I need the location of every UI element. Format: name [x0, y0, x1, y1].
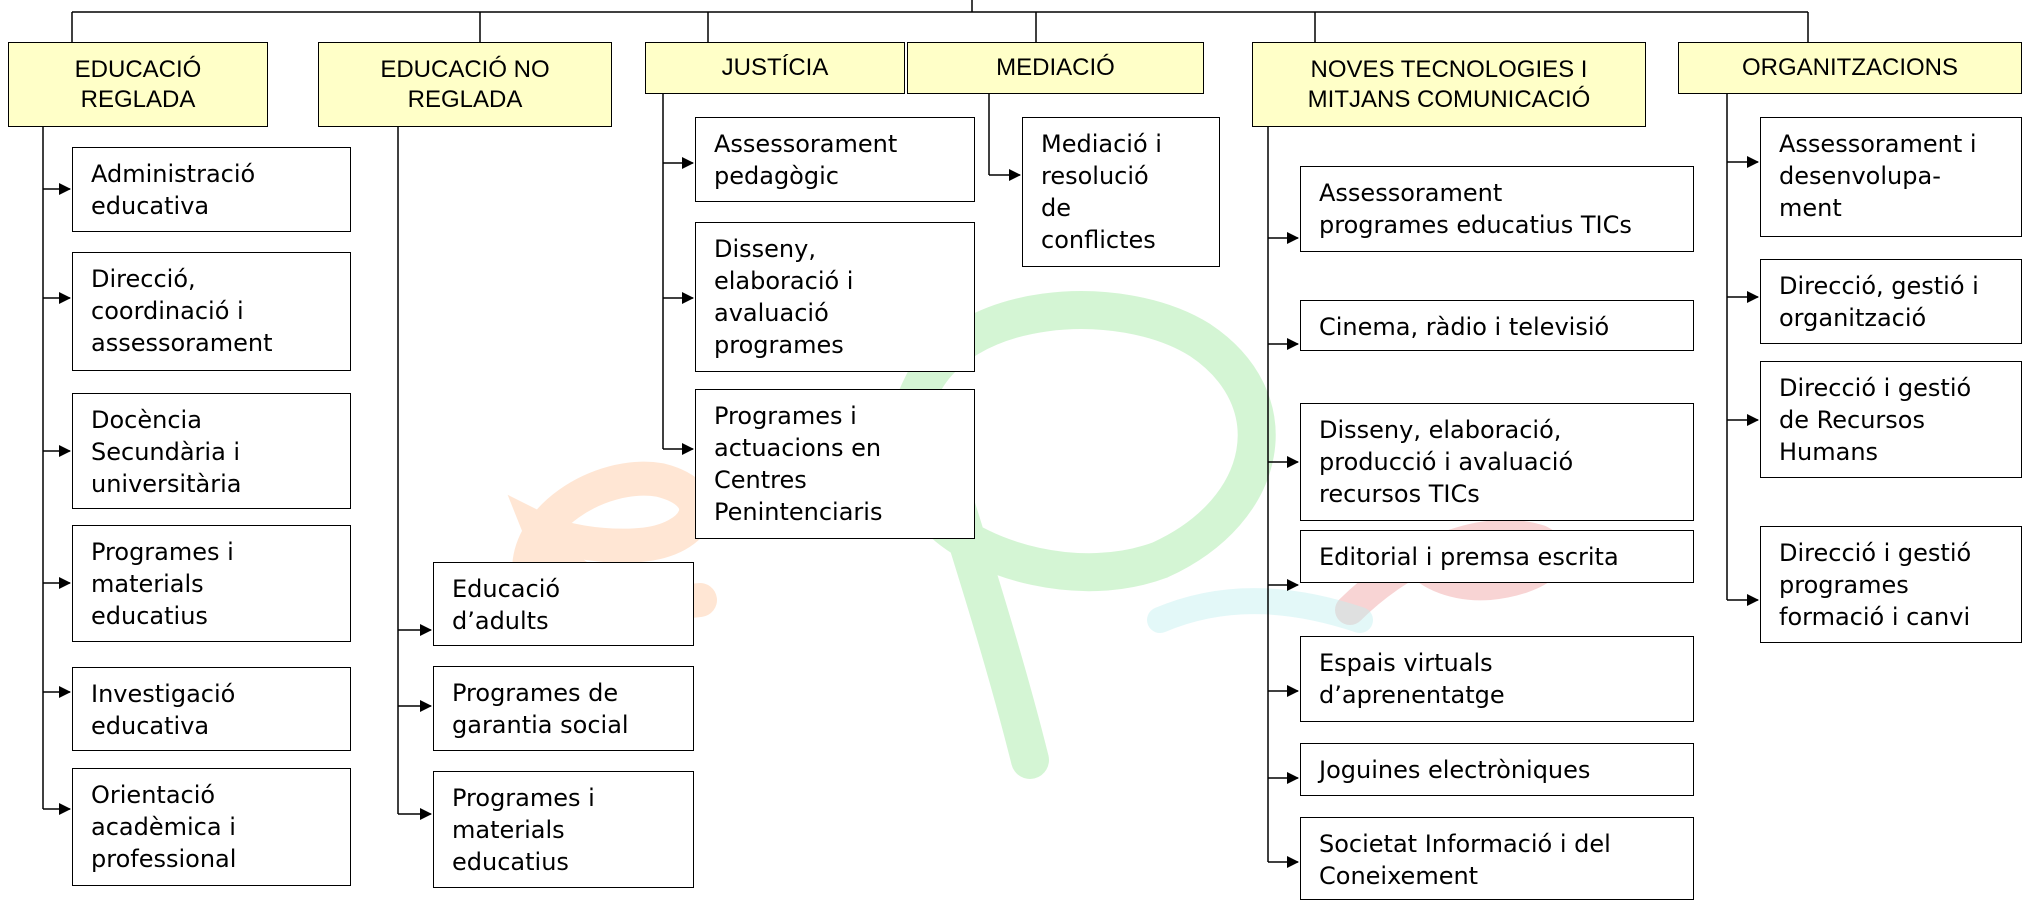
arrowhead: [1287, 579, 1299, 591]
arrowhead: [1009, 169, 1021, 181]
arrowhead: [1747, 594, 1759, 606]
item-societat-informacio: Societat Informació i del Coneixement: [1300, 817, 1694, 900]
item-investigacio-educativa: Investigació educativa: [72, 667, 351, 751]
arrowhead: [59, 803, 71, 815]
arrowhead: [59, 686, 71, 698]
arrowhead: [59, 292, 71, 304]
arrowhead: [1287, 772, 1299, 784]
item-orientacio-academica: Orientació acadèmica i professional: [72, 768, 351, 886]
item-mediacio-conflictes: Mediació i resolució de conflictes: [1022, 117, 1220, 267]
item-assessorament-tics: Assessorament programes educatius TICs: [1300, 166, 1694, 252]
watermark-swoosh-cyan: [1147, 588, 1373, 633]
arrowhead: [59, 183, 71, 195]
item-direccio-coordinacio: Direcció, coordinació i assessorament: [72, 252, 351, 371]
header-justicia: JUSTÍCIA: [645, 42, 905, 94]
item-assessorament-pedagogic: Assessorament pedagògic: [695, 117, 975, 202]
item-disseny-recursos-tics: Disseny, elaboració, producció i avaluac…: [1300, 403, 1694, 521]
arrowhead: [682, 292, 694, 304]
arrowhead: [682, 443, 694, 455]
header-noves-tecnologies: NOVES TECNOLOGIES I MITJANS COMUNICACIÓ: [1252, 42, 1646, 127]
arrowhead: [1747, 291, 1759, 303]
arrowhead: [1287, 338, 1299, 350]
arrowhead: [1287, 685, 1299, 697]
arrowhead: [1287, 232, 1299, 244]
item-cinema-radio: Cinema, ràdio i televisió: [1300, 300, 1694, 351]
item-assessorament-desenvolupament: Assessorament i desenvolupa- ment: [1760, 117, 2022, 237]
item-programes-materials-enr: Programes i materials educatius: [433, 771, 694, 888]
item-editorial-premsa: Editorial i premsa escrita: [1300, 530, 1694, 583]
arrowhead: [59, 577, 71, 589]
item-joguines-electroniques: Joguines electròniques: [1300, 743, 1694, 796]
arrowhead: [1287, 856, 1299, 868]
header-organitzacions: ORGANITZACIONS: [1678, 42, 2022, 94]
item-formacio-canvi: Direcció i gestió programes formació i c…: [1760, 526, 2022, 643]
arrowhead: [420, 808, 432, 820]
arrowhead: [420, 700, 432, 712]
arrowhead: [1747, 414, 1759, 426]
header-educacio-no-reglada: EDUCACIÓ NO REGLADA: [318, 42, 612, 127]
item-programes-materials-er: Programes i materials educatius: [72, 525, 351, 642]
header-educacio-reglada: EDUCACIÓ REGLADA: [8, 42, 268, 127]
item-espais-virtuals: Espais virtuals d’aprenentatge: [1300, 636, 1694, 722]
header-mediacio: MEDIACIÓ: [907, 42, 1204, 94]
item-recursos-humans: Direcció i gestió de Recursos Humans: [1760, 361, 2022, 478]
item-centres-penitenciaris: Programes i actuacions en Centres Penint…: [695, 389, 975, 539]
arrowhead: [59, 445, 71, 457]
item-administracio-educativa: Administració educativa: [72, 147, 351, 232]
item-garantia-social: Programes de garantia social: [433, 666, 694, 751]
item-direccio-gestio-organitzacio: Direcció, gestió i organització: [1760, 259, 2022, 344]
arrowhead: [682, 157, 694, 169]
arrowhead: [1747, 156, 1759, 168]
item-educacio-adults: Educació d’adults: [433, 562, 694, 646]
item-disseny-programes: Disseny, elaboració i avaluació programe…: [695, 222, 975, 372]
arrowhead: [420, 624, 432, 636]
arrowhead: [1287, 456, 1299, 468]
item-docencia-secundaria: Docència Secundària i universitària: [72, 393, 351, 509]
